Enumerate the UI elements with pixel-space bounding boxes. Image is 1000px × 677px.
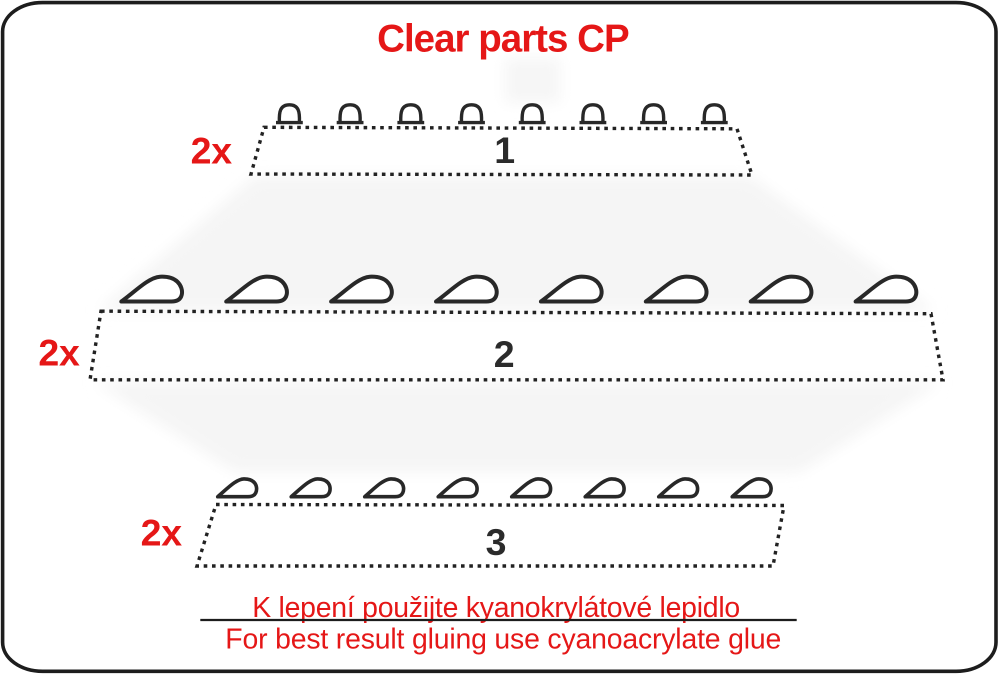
- svg-text:K lepení použijte kyanokryláto: K lepení použijte kyanokrylátové lepidlo: [252, 592, 740, 624]
- svg-text:Clear parts CP: Clear parts CP: [377, 17, 630, 60]
- svg-text:2x: 2x: [191, 130, 233, 172]
- svg-text:2x: 2x: [38, 331, 80, 373]
- svg-text:2: 2: [494, 333, 515, 375]
- svg-text:2x: 2x: [141, 511, 183, 553]
- svg-text:For best result gluing use cya: For best result gluing use cyanoacrylate…: [225, 623, 781, 655]
- svg-text:3: 3: [486, 521, 507, 563]
- svg-text:1: 1: [494, 129, 515, 171]
